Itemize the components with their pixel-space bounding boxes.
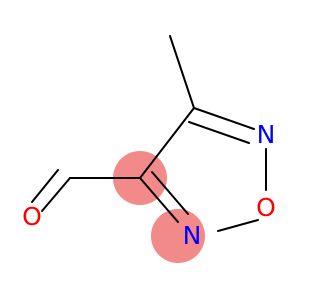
atom-label-nitrogen-bottom: N — [183, 221, 202, 250]
bond-ring-c-to-n-bottom-1 — [139, 177, 179, 223]
molecule-structure-diagram: N O N O — [22, 35, 276, 263]
bond-lines — [31, 35, 267, 232]
bond-ring-c-to-n-bottom-2 — [151, 171, 189, 215]
bond-methyl-to-ring-carbon — [169, 35, 195, 109]
bond-aldehyde-c-to-o-2 — [31, 169, 59, 203]
bond-ring-c-to-n-top-2 — [188, 121, 250, 144]
molecule-canvas: N O N O — [22, 35, 276, 263]
bond-o-to-n-bottom — [217, 219, 259, 232]
bond-aldehyde-c-to-o-1 — [41, 177, 71, 212]
bond-ring-c-to-n-top-1 — [193, 107, 255, 130]
highlight-circle-ring-nitrogen — [151, 209, 205, 263]
atom-label-carbonyl-oxygen: O — [22, 202, 42, 231]
atom-label-ring-oxygen: O — [256, 193, 276, 222]
bond-ring-c-to-ring-c — [139, 107, 195, 179]
atom-label-nitrogen-top: N — [257, 120, 276, 149]
